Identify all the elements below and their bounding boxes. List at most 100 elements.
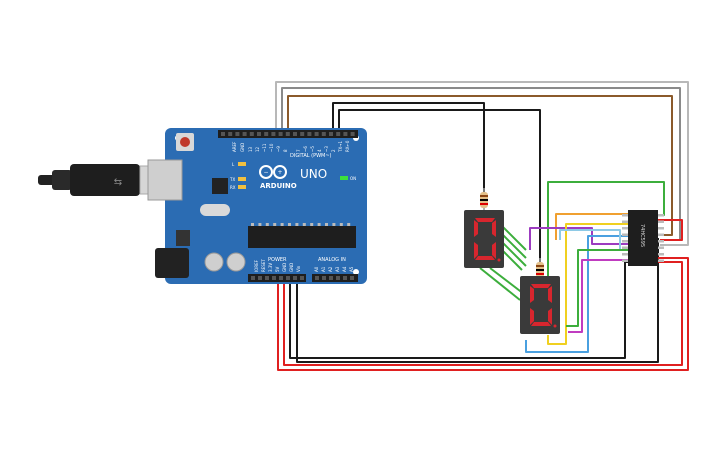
capacitor: [204, 252, 224, 272]
seven-segment-display-2[interactable]: [520, 276, 560, 334]
wire-purple[interactable]: [529, 227, 628, 250]
wire-green-seg-5[interactable]: [479, 267, 521, 301]
pin-label-3v3: 3.3V: [268, 263, 273, 272]
pin-label-gnd-a: GND: [282, 263, 287, 272]
wire-lightblue[interactable]: [559, 229, 628, 251]
pin-hole: [336, 276, 340, 280]
wire-blue[interactable]: [525, 235, 628, 353]
chip-pin: [622, 227, 628, 230]
voltage-regulator: [176, 230, 190, 246]
wire-red-power-2[interactable]: [283, 261, 683, 366]
power-header-pins: [251, 276, 304, 280]
pin-label-gnd-b: GND: [289, 263, 294, 272]
pin-label-7: 7: [296, 149, 301, 152]
chip-body: [628, 210, 658, 266]
wire-red-power-1[interactable]: [277, 257, 689, 371]
power-label: POWER: [268, 257, 287, 263]
wire-black-ground-2[interactable]: [296, 238, 659, 363]
pin-label-12: 12: [255, 146, 260, 152]
pin-hole: [265, 276, 269, 280]
chip-pin: [658, 214, 664, 217]
led-on: [340, 176, 348, 180]
pin-hole: [242, 132, 247, 136]
arduino-logo-icon: − +: [259, 165, 287, 179]
chip-pin: [658, 227, 664, 230]
wire-brown[interactable]: [287, 95, 673, 236]
pin-hole: [251, 223, 254, 226]
pin-label-6: ~6: [303, 146, 308, 152]
pin-hole: [228, 132, 233, 136]
pin-hole: [300, 276, 304, 280]
pin-label-5: ~5: [310, 146, 315, 152]
pin-hole: [317, 223, 321, 226]
pin-hole: [302, 223, 306, 226]
chip-pin: [622, 246, 628, 249]
usb-cable-tip: [38, 175, 56, 185]
pin-label-gnd: GND: [240, 143, 245, 152]
pin-hole: [343, 132, 348, 136]
seven-segment-display-1[interactable]: [464, 210, 504, 268]
reset-button-cap: [180, 137, 190, 147]
power-header[interactable]: [248, 274, 306, 282]
wire-black-display2[interactable]: [338, 109, 541, 262]
chip-pin: [622, 253, 628, 256]
chip-pin: [658, 220, 664, 223]
usb-icon: ⇆: [114, 177, 122, 188]
digital-header-pins: [221, 132, 355, 136]
pin-hole: [321, 132, 326, 136]
arduino-uno-board[interactable]: L TX RX ON − + ARDUINO UNO DIGITAL (PWM~…: [147, 128, 367, 284]
pin-hole: [329, 276, 333, 280]
smd-component: [212, 178, 228, 194]
chip-pin: [622, 240, 628, 243]
pin-label-vin: Vin: [296, 265, 301, 272]
wire-orange[interactable]: [555, 213, 628, 240]
pin-label-2: 2: [331, 149, 336, 152]
wire-red-chip-top[interactable]: [658, 219, 683, 241]
pin-hole: [300, 132, 305, 136]
pin-label-10: ~10: [269, 143, 274, 152]
digital-pin-labels: AREF GND 13 12 ~11 ~10 ~9 8 7 ~6 ~5 4 ~3…: [232, 140, 350, 153]
pin-label-a5: A5: [349, 266, 354, 272]
digital-label: DIGITAL (PWM~): [290, 153, 332, 159]
pin-hole: [293, 276, 297, 280]
pin-hole: [315, 276, 319, 280]
label-rx: RX: [230, 185, 236, 190]
pin-hole: [272, 276, 276, 280]
shift-register-chip[interactable]: 74HC595: [622, 210, 664, 266]
wires: [275, 81, 689, 371]
atmega-pins: [251, 223, 351, 226]
wire-yellow[interactable]: [547, 223, 628, 345]
pin-hole: [286, 276, 290, 280]
resistor-2[interactable]: [536, 258, 544, 282]
pin-hole: [350, 132, 355, 136]
svg-text:+: +: [277, 169, 282, 176]
pin-hole: [325, 223, 328, 226]
label-on: ON: [350, 176, 356, 181]
svg-text:−: −: [263, 169, 268, 176]
resistor-1[interactable]: [480, 188, 488, 212]
brand-text: ARDUINO: [260, 182, 297, 190]
power-jack: [155, 248, 189, 278]
pin-hole: [279, 276, 283, 280]
pin-hole: [347, 223, 351, 226]
pin-label-4: 4: [317, 149, 322, 152]
wire-green-bottom[interactable]: [566, 249, 628, 327]
pin-hole: [278, 132, 283, 136]
pin-label-rx0: RX←0: [345, 140, 350, 152]
pin-label-13: 13: [248, 146, 253, 152]
pin-hole: [235, 132, 240, 136]
analog-pin-labels: A0 A1 A2 A3 A4 A5: [314, 266, 354, 272]
chip-pin: [622, 259, 628, 262]
capacitor: [226, 252, 246, 272]
wire-green-seg-6[interactable]: [489, 267, 525, 295]
pin-hole: [339, 223, 343, 226]
display-1-segments: [474, 218, 501, 262]
wire-magenta[interactable]: [568, 259, 628, 333]
label-l: L: [232, 162, 235, 167]
wire-grey-top[interactable]: [275, 81, 689, 246]
pin-label-a4: A4: [342, 266, 347, 272]
wire-black-display1[interactable]: [332, 102, 485, 195]
analog-header[interactable]: [312, 274, 358, 282]
pin-label-9: ~9: [276, 146, 281, 152]
